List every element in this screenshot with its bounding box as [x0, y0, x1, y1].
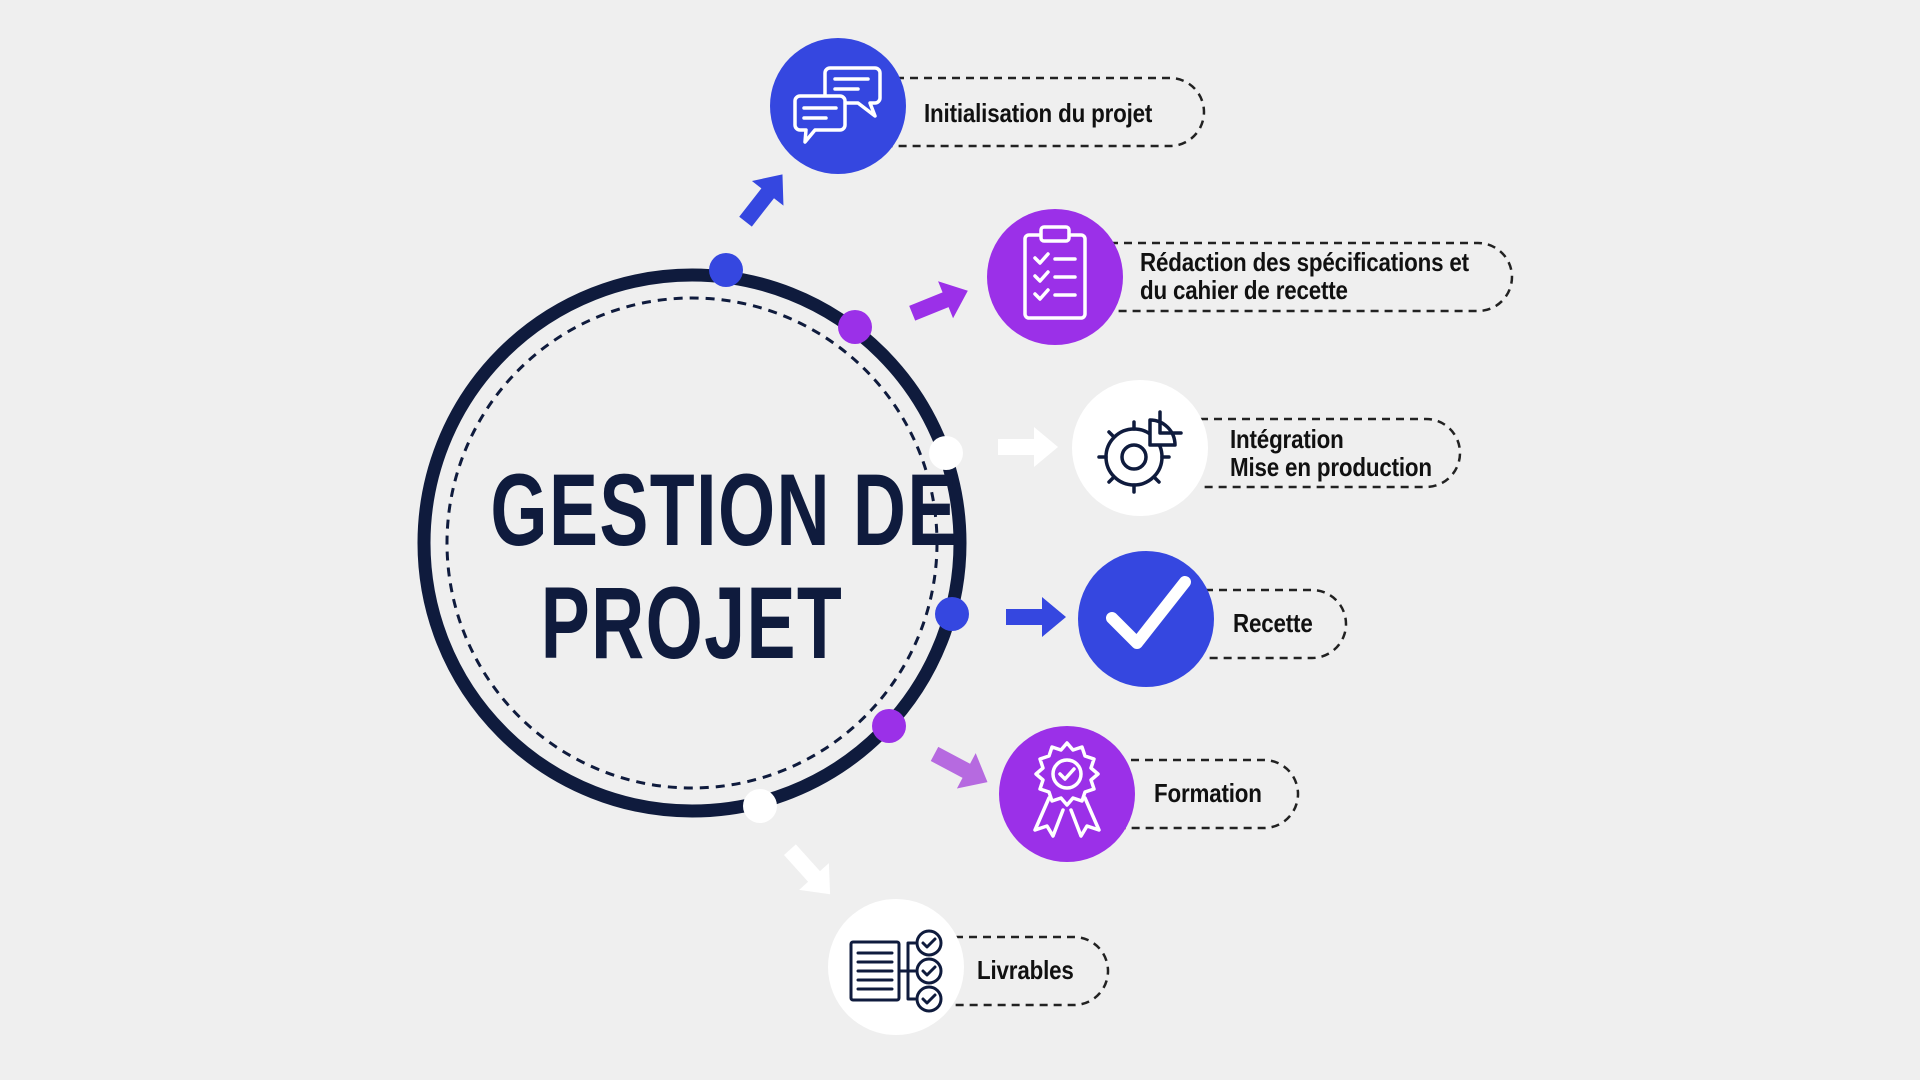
ring-dot-recette [935, 597, 969, 631]
label-livrables: Livrables [977, 955, 1074, 985]
pill-formation [1103, 758, 1300, 830]
label-initialisation: Initialisation du projet [924, 98, 1153, 128]
central-ring-outer [417, 268, 967, 818]
label-redaction-line-1: Rédaction des spécifications et [1140, 247, 1469, 277]
pill-livrables [955, 935, 1110, 1007]
label-formation: Formation [1154, 778, 1262, 808]
circle-formation [999, 726, 1135, 862]
ring-dot-initialisation [709, 253, 743, 287]
label-recette: Recette [1233, 608, 1313, 638]
ring-dot-redaction [838, 310, 872, 344]
checkmark-icon [1106, 576, 1191, 649]
circle-recette [1078, 551, 1214, 687]
document-checks-icon [849, 929, 943, 1013]
title-line-1: GESTION DE [490, 453, 958, 567]
title-line-2: PROJET [540, 566, 844, 680]
chat-bubbles-icon [793, 66, 882, 144]
label-integration-line-1: Intégration [1230, 424, 1344, 454]
arrow-formation-icon [930, 746, 988, 789]
arrow-recette-icon [1006, 597, 1066, 637]
central-ring-dashed [445, 296, 939, 790]
ring-dot-livrables [743, 789, 777, 823]
arrow-redaction-icon [909, 281, 968, 321]
label-integration-line-2: Mise en production [1230, 452, 1432, 482]
award-ribbon-icon [1033, 741, 1101, 838]
pill-redaction [1110, 241, 1514, 313]
clipboard-checklist-icon [1023, 225, 1087, 320]
circle-livrables [828, 899, 964, 1035]
arrow-integration-icon [998, 427, 1058, 467]
pill-initialisation [882, 76, 1206, 148]
arrow-livrables-icon [783, 844, 831, 895]
gear-chart-icon [1097, 410, 1183, 494]
label-redaction-line-2: du cahier de recette [1140, 275, 1348, 305]
arrow-initialisation-icon [739, 174, 784, 227]
ring-dot-formation [872, 709, 906, 743]
ring-dot-integration [929, 436, 963, 470]
pill-recette [1205, 588, 1348, 660]
